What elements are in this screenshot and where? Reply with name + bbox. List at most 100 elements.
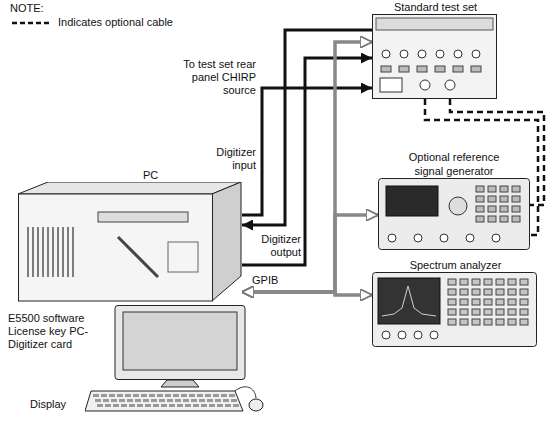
key: [135, 399, 141, 402]
button: [476, 196, 484, 202]
knob: [449, 197, 467, 215]
port: [382, 331, 390, 339]
drive-bay: [98, 212, 188, 222]
key: [217, 404, 223, 407]
legend-sample: [12, 19, 52, 27]
port: [492, 234, 500, 242]
note-label: NOTE:: [10, 2, 44, 15]
button: [500, 186, 508, 192]
key: [189, 394, 195, 397]
pc-box: PC: [18, 168, 244, 302]
pc-illustration: [18, 182, 242, 302]
key: [145, 404, 151, 407]
mouse-cable: [235, 387, 256, 398]
button: [520, 319, 528, 325]
signal-generator-box: Optional reference signal generator: [378, 150, 530, 250]
vent: [62, 227, 64, 277]
button: [460, 299, 468, 305]
button: [484, 279, 492, 285]
case-front: [19, 194, 213, 301]
port: [388, 234, 396, 242]
port: [472, 50, 480, 58]
button: [508, 319, 516, 325]
key: [109, 394, 115, 397]
specan-illustration: [372, 272, 537, 347]
screen: [123, 312, 237, 370]
vent: [42, 227, 44, 277]
button: [448, 289, 456, 295]
key: [191, 399, 197, 402]
button: [496, 319, 504, 325]
vent: [27, 227, 29, 277]
test-set-box: Standard test set: [372, 0, 499, 99]
port: [400, 50, 408, 58]
button: [500, 206, 508, 212]
legend-text: Indicates optional cable: [58, 16, 173, 29]
key: [225, 404, 231, 407]
key: [167, 399, 173, 402]
front-mark: [118, 237, 158, 277]
button: [484, 319, 492, 325]
signal-cable: [242, 58, 372, 265]
front-panel: [168, 242, 198, 272]
key: [103, 399, 109, 402]
testset-illustration: [372, 14, 497, 99]
button: [417, 66, 427, 72]
key: [221, 394, 227, 397]
button: [381, 66, 391, 72]
key: [233, 404, 239, 407]
button: [496, 289, 504, 295]
key: [197, 394, 203, 397]
node-heading: Spectrum analyzer: [372, 258, 539, 272]
button: [496, 279, 504, 285]
screen: [386, 186, 438, 216]
port: [454, 50, 462, 58]
key: [95, 399, 101, 402]
key: [169, 404, 175, 407]
key: [129, 404, 135, 407]
button: [520, 299, 528, 305]
vent: [52, 227, 54, 277]
key: [209, 404, 215, 407]
button: [472, 279, 480, 285]
key: [229, 394, 235, 397]
button: [460, 289, 468, 295]
key: [205, 394, 211, 397]
key: [175, 399, 181, 402]
key: [215, 399, 221, 402]
case-side: [212, 182, 241, 301]
vent: [67, 227, 69, 277]
key: [213, 394, 219, 397]
vent: [32, 227, 34, 277]
button: [484, 289, 492, 295]
port: [398, 331, 406, 339]
button: [448, 279, 456, 285]
mouse: [249, 399, 263, 411]
button: [453, 66, 463, 72]
stand: [161, 380, 199, 387]
button: [488, 216, 496, 222]
button: [476, 216, 484, 222]
button: [488, 206, 496, 212]
port: [436, 50, 444, 58]
key: [159, 399, 165, 402]
node-heading: PC: [18, 168, 244, 182]
key: [101, 394, 107, 397]
key: [185, 404, 191, 407]
key: [161, 404, 167, 407]
port: [414, 331, 422, 339]
button: [520, 279, 528, 285]
node-heading: Optional reference signal generator: [398, 150, 510, 178]
vent: [37, 227, 39, 277]
button: [520, 289, 528, 295]
button: [399, 66, 409, 72]
keyboard: [85, 391, 243, 411]
key: [157, 394, 163, 397]
button: [488, 196, 496, 202]
button: [448, 319, 456, 325]
button: [472, 309, 480, 315]
dashed-sample: [12, 21, 52, 24]
screen: [378, 278, 440, 324]
bus-label: GPIB: [252, 274, 278, 287]
button: [512, 216, 520, 222]
